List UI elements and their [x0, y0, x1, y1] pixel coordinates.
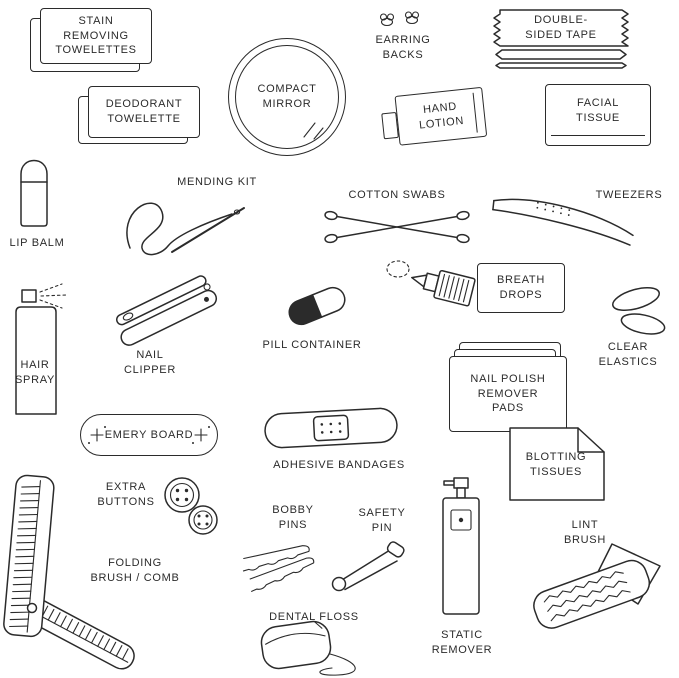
double-sided-tape-icon: [493, 9, 629, 69]
nail-clipper-label: NAIL CLIPPER: [124, 349, 176, 376]
hair-spray-label: HAIR SPRAY: [15, 359, 55, 386]
facial-tissue-packet-icon: FACIAL TISSUE: [545, 84, 651, 146]
stain-towelettes-packet-icon: STAIN REMOVING TOWELETTES: [40, 8, 152, 64]
hand-lotion-label: HAND LOTION: [418, 101, 465, 132]
folding-brush-comb-label: FOLDING BRUSH / COMB: [90, 557, 180, 584]
tweezers-icon: [492, 198, 634, 246]
mending-kit-label: MENDING KIT: [177, 176, 257, 188]
pill-container-icon: [288, 286, 346, 326]
bobby-pins-label: BOBBY PINS: [272, 504, 314, 531]
lint-brush-label: LINT BRUSH: [563, 519, 606, 546]
earring-backs-icon: [379, 11, 420, 27]
earring-backs-label: EARRING BACKS: [375, 34, 431, 61]
emery-board-sparkles-icon: [88, 426, 210, 444]
emery-board-label: EMERY BOARD: [104, 428, 194, 441]
nail-clipper-icon: [116, 275, 218, 346]
dental-floss-icon: [260, 620, 356, 676]
extra-buttons-label: EXTRA BUTTONS: [97, 481, 155, 508]
compact-mirror-inner-rim: [235, 45, 339, 149]
tweezers-label: TWEEZERS: [595, 189, 663, 201]
lint-brush-icon: [533, 543, 661, 629]
deodorant-towelette-label: DEODORANT TOWELETTE: [105, 98, 183, 125]
nail-polish-pads-icon: NAIL POLISH REMOVER PADS: [449, 356, 567, 432]
static-remover-label: STATIC REMOVER: [431, 629, 493, 656]
clear-elastics-label: CLEAR ELASTICS: [598, 341, 658, 368]
spray-burst: [39, 283, 67, 309]
blotting-tissues-label: BLOTTING TISSUES: [525, 451, 587, 478]
tweezers-grip-dots: [536, 201, 571, 216]
safety-pin-icon: [331, 541, 405, 592]
cotton-swabs-icon: [324, 210, 470, 244]
facial-tissue-label: FACIAL TISSUE: [576, 97, 620, 124]
breath-drops-tag: BREATH DROPS: [477, 263, 565, 313]
hand-lotion-icon: HAND LOTION: [379, 81, 489, 156]
compact-mirror-icon: COMPACT MIRROR: [228, 38, 346, 156]
stain-towelettes-label: STAIN REMOVING TOWELETTES: [55, 15, 137, 57]
adhesive-bandages-label: ADHESIVE BANDAGES: [273, 459, 405, 471]
cotton-swabs-label: COTTON SWABS: [348, 189, 446, 201]
compact-mirror-label: COMPACT MIRROR: [257, 83, 317, 110]
adhesive-bandage-icon: [264, 407, 398, 449]
facial-tissue-fold-line: [551, 135, 645, 136]
folding-brush-comb-icon: [3, 474, 135, 670]
mending-kit-icon: [126, 202, 245, 256]
mirror-shine-icon: [303, 122, 324, 140]
static-remover-icon: [442, 477, 480, 615]
blotting-tissues-icon: [509, 427, 605, 501]
breath-drops-icon: [386, 260, 476, 307]
breath-drops-label: BREATH DROPS: [496, 274, 545, 301]
nail-polish-pads-label: NAIL POLISH REMOVER PADS: [470, 373, 546, 415]
lip-balm-icon: [20, 159, 48, 227]
extra-buttons-icon: [164, 477, 218, 535]
double-sided-tape-label: DOUBLE- SIDED TAPE: [525, 14, 597, 41]
deodorant-towelette-packet-icon: DEODORANT TOWELETTE: [88, 86, 200, 138]
pill-container-label: PILL CONTAINER: [262, 339, 362, 351]
bobby-pins-icon: [242, 545, 315, 592]
dental-floss-label: DENTAL FLOSS: [269, 611, 359, 623]
hair-spray-icon: [15, 283, 67, 415]
lip-balm-label: LIP BALM: [9, 237, 65, 249]
clear-elastics-icon: [612, 286, 666, 335]
safety-pin-label: SAFETY PIN: [358, 507, 406, 534]
